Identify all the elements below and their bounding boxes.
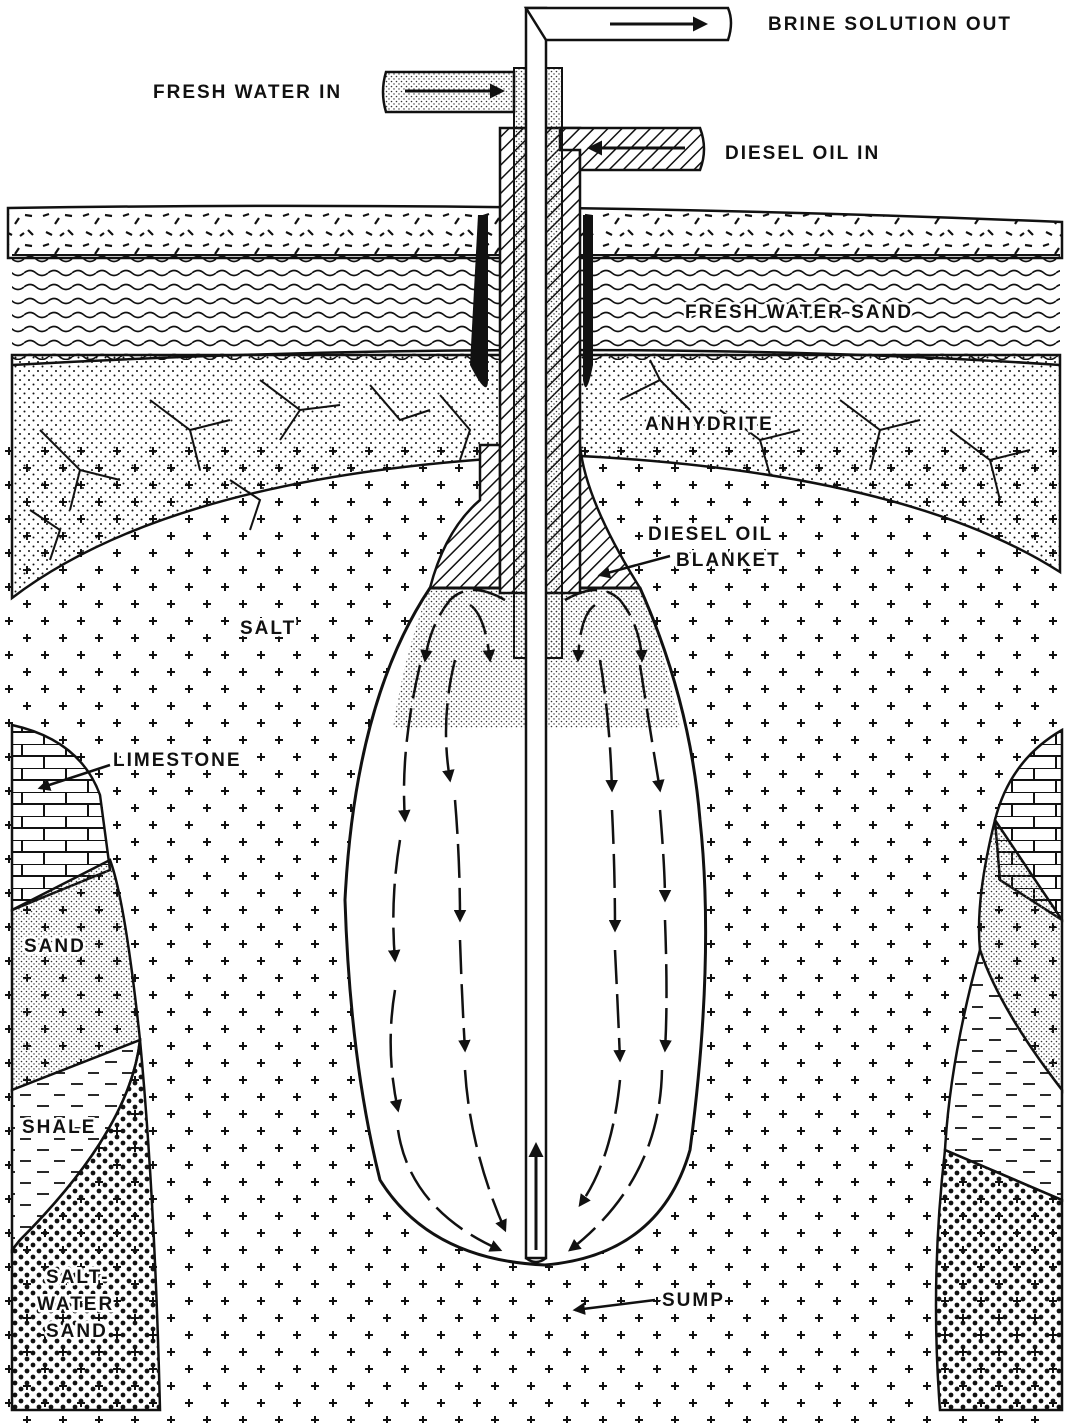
label-limestone: LIMESTONE: [113, 750, 242, 771]
label-fresh-water-sand: FRESH WATER SAND: [685, 302, 913, 323]
label-fresh-water-in: FRESH WATER IN: [153, 82, 342, 103]
brine-tubing: [526, 8, 546, 1258]
label-diesel-oil-in: DIESEL OIL IN: [725, 143, 880, 164]
label-saltwater-sand-3: SAND: [46, 1321, 108, 1342]
label-shale: SHALE: [22, 1117, 96, 1138]
label-brine-solution-out: BRINE SOLUTION OUT: [768, 14, 1012, 35]
outer-casing-right: [583, 215, 593, 387]
label-anhydrite: ANHYDRITE: [645, 414, 774, 435]
label-diesel-oil-blanket-1: DIESEL OIL: [648, 524, 773, 545]
label-saltwater-sand-1: SALT-: [46, 1267, 109, 1288]
label-sand: SAND: [24, 936, 86, 957]
label-diesel-oil-blanket-2: BLANKET: [676, 550, 781, 571]
label-salt: SALT: [240, 618, 296, 639]
label-saltwater-sand-2: WATER: [37, 1294, 114, 1315]
label-sump: SUMP: [662, 1290, 725, 1311]
